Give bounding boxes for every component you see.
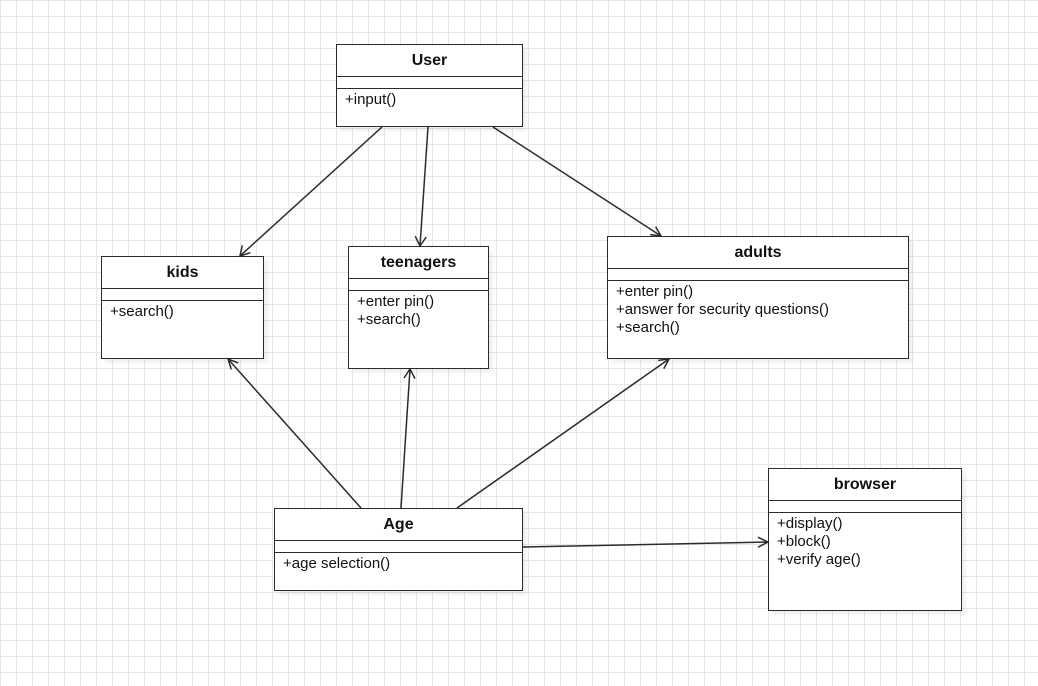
association-user-adults[interactable] <box>492 126 662 237</box>
operation: +answer for security questions() <box>616 301 830 318</box>
class-adults-operations: +enter pin() +answer for security questi… <box>608 281 908 337</box>
operation: +search() <box>616 319 680 336</box>
association-user-kids[interactable] <box>239 126 383 257</box>
class-adults-name: adults <box>608 237 908 269</box>
class-age-attributes <box>275 541 522 553</box>
arrowhead-kids <box>238 245 251 258</box>
arrowhead-browser <box>757 536 770 548</box>
association-age-teenagers[interactable] <box>400 368 411 509</box>
class-user-operations: +input() <box>337 89 522 109</box>
association-age-kids[interactable] <box>227 358 362 509</box>
arrowhead-age-teenagers <box>403 367 416 380</box>
association-user-teenagers[interactable] <box>419 126 429 247</box>
arrowhead-teenagers <box>414 235 427 248</box>
operation: +block() <box>777 533 831 550</box>
operation: +verify age() <box>777 551 861 568</box>
class-adults-attributes <box>608 269 908 281</box>
class-user-name: User <box>337 45 522 77</box>
class-teenagers[interactable]: teenagers +enter pin() +search() <box>348 246 489 369</box>
arrowhead-age-kids <box>226 357 239 370</box>
class-teenagers-attributes <box>349 279 488 291</box>
operation: +age selection() <box>283 555 391 572</box>
class-kids[interactable]: kids +search() <box>101 256 264 359</box>
class-browser-name: browser <box>769 469 961 501</box>
operation: +input() <box>345 91 397 108</box>
class-age-name: Age <box>275 509 522 541</box>
association-age-adults[interactable] <box>456 358 670 509</box>
class-browser-attributes <box>769 501 961 513</box>
class-kids-attributes <box>102 289 263 301</box>
operation: +search() <box>357 311 421 328</box>
operation: +enter pin() <box>616 283 694 300</box>
class-kids-name: kids <box>102 257 263 289</box>
class-teenagers-operations: +enter pin() +search() <box>349 291 488 329</box>
arrowhead-adults <box>650 226 663 237</box>
class-age-operations: +age selection() <box>275 553 522 573</box>
class-browser-operations: +display() +block() +verify age() <box>769 513 961 569</box>
class-user-attributes <box>337 77 522 89</box>
class-kids-operations: +search() <box>102 301 263 321</box>
class-browser[interactable]: browser +display() +block() +verify age(… <box>768 468 962 611</box>
class-teenagers-name: teenagers <box>349 247 488 279</box>
operation: +search() <box>110 303 174 320</box>
class-user[interactable]: User +input() <box>336 44 523 127</box>
association-age-browser[interactable] <box>522 541 769 548</box>
class-adults[interactable]: adults +enter pin() +answer for security… <box>607 236 909 359</box>
arrowhead-age-adults <box>658 358 671 369</box>
operation: +display() <box>777 515 843 532</box>
operation: +enter pin() <box>357 293 435 310</box>
class-age[interactable]: Age +age selection() <box>274 508 523 591</box>
